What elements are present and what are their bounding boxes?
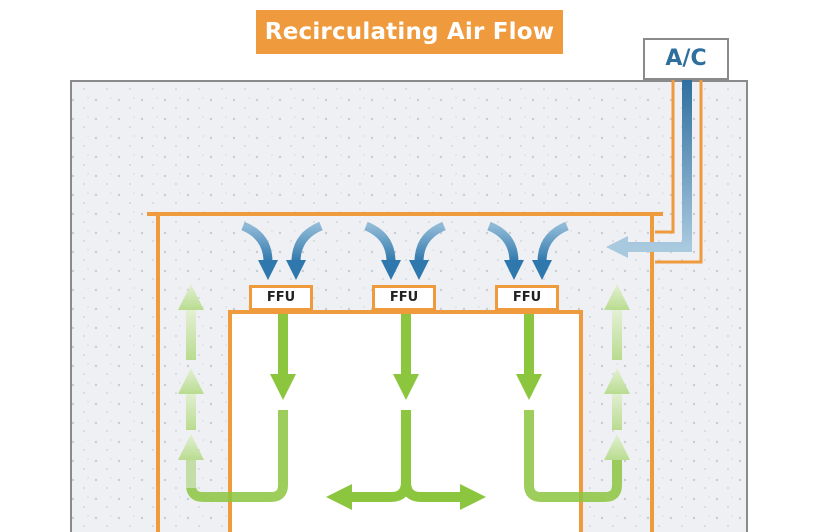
ac-duct-flow [628, 80, 692, 252]
up-arrow-icon [604, 284, 630, 460]
ac-duct-outline [655, 80, 703, 264]
down-arrow-icon [258, 260, 552, 280]
left-arrow-icon [606, 236, 628, 258]
ac-unit-label: A/C [643, 38, 729, 80]
ffu-unit-3: FFU [495, 285, 559, 311]
curved-arrow-icon [241, 221, 569, 263]
up-arrow-icon [178, 284, 204, 460]
left-arrow-icon [326, 484, 352, 510]
plenum-wall [147, 212, 663, 532]
right-arrow-icon [460, 484, 486, 510]
ffu-unit-1: FFU [249, 285, 313, 311]
return-fade-left [186, 458, 196, 488]
split-arrow [350, 410, 462, 502]
diagram-title: Recirculating Air Flow [256, 10, 563, 54]
down-arrow-icon [270, 314, 542, 400]
return-path-left [186, 410, 288, 502]
ffu-unit-2: FFU [372, 285, 436, 311]
return-path-right [524, 410, 622, 502]
